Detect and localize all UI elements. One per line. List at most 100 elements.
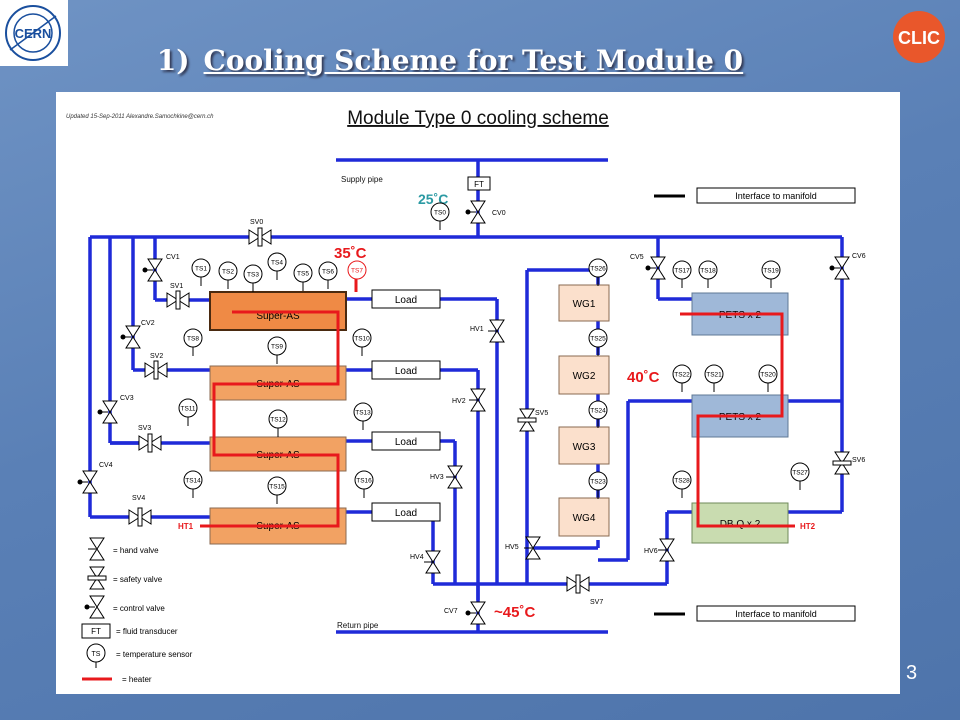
cooling-diagram: Updated 15-Sep-2011 Alexandre.Samochkine… bbox=[56, 92, 900, 694]
temperature-sensor-17: TS17 bbox=[672, 260, 692, 288]
dbq: DB Q x 2 bbox=[691, 502, 789, 544]
temperature-sensor-28: TS28 bbox=[672, 470, 692, 498]
load-4: Load bbox=[371, 502, 441, 522]
legend-hand-valve: = hand valve bbox=[113, 546, 159, 555]
load-1-label: Load bbox=[395, 295, 417, 306]
cv-valve-3 bbox=[97, 400, 118, 424]
temperature-sensor-10: TS10 bbox=[352, 328, 372, 356]
temperature-sensor-15: TS15 bbox=[267, 476, 287, 504]
supply-pipe-label: Supply pipe bbox=[341, 175, 383, 184]
temperature-sensor-0: TS0 bbox=[430, 202, 450, 230]
cv-valve-label-6: CV6 bbox=[852, 253, 866, 260]
cv-valve-label-3: CV3 bbox=[120, 395, 134, 402]
sv-valve-label-2: SV2 bbox=[150, 353, 163, 360]
temperature-sensor-label-8: TS8 bbox=[187, 336, 199, 343]
temperature-sensor-label-0: TS0 bbox=[434, 210, 446, 217]
interface-bottom-label: Interface to manifold bbox=[735, 609, 817, 619]
cv-valve-label-1: CV1 bbox=[166, 254, 180, 261]
diagram-title: Module Type 0 cooling scheme bbox=[347, 108, 609, 129]
temperature-sensor-label-2: TS2 bbox=[222, 269, 234, 276]
hv-valve-label-1: HV2 bbox=[452, 398, 466, 405]
load-2-label: Load bbox=[395, 366, 417, 377]
slide-number: 3 bbox=[906, 662, 918, 684]
sv-valve-2 bbox=[144, 360, 168, 380]
temperature-sensor-16: TS16 bbox=[354, 470, 374, 498]
temperature-sensor-8: TS8 bbox=[183, 328, 203, 356]
slide-title-number: 1) bbox=[156, 44, 190, 77]
temperature-sensor-label-20: TS20 bbox=[760, 372, 776, 379]
temperature-sensor-label-26: TS26 bbox=[590, 266, 606, 273]
temperature-sensor-label-15: TS15 bbox=[269, 484, 285, 491]
hv-valve-0 bbox=[487, 319, 505, 343]
hv-valve-label-4: HV5 bbox=[505, 544, 519, 551]
legend-ts-symbol: TS bbox=[92, 651, 101, 658]
temperature-sensor-23: TS23 bbox=[588, 471, 608, 499]
wg-1-label: WG1 bbox=[573, 299, 596, 310]
sv-valve-7 bbox=[566, 574, 590, 594]
temperature-sensor-label-5: TS5 bbox=[297, 271, 309, 278]
sv-valve-label-6: SV6 bbox=[852, 457, 865, 464]
legend-ft-symbol: FT bbox=[91, 627, 101, 636]
temperature-sensor-14: TS14 bbox=[183, 470, 203, 498]
interface-bottom-box bbox=[696, 605, 856, 622]
update-note: Updated 15-Sep-2011 Alexandre.Samochkine… bbox=[66, 114, 214, 120]
cv-valve-7 bbox=[465, 601, 486, 625]
cv-valve-4 bbox=[77, 470, 98, 494]
temperature-sensor-label-11: TS11 bbox=[180, 406, 195, 413]
temperature-sensor-label-14: TS14 bbox=[185, 478, 201, 485]
cv-valve-2 bbox=[120, 325, 141, 349]
temperature-sensor-label-13: TS13 bbox=[355, 410, 371, 417]
fluid-transducer bbox=[467, 176, 491, 191]
legend-fluid-transducer: = fluid transducer bbox=[116, 627, 178, 636]
temperature-sensor-label-4: TS4 bbox=[271, 260, 283, 267]
return-pipe-label: Return pipe bbox=[337, 621, 379, 630]
hv-valve-1 bbox=[468, 388, 486, 412]
wg-1: WG1 bbox=[558, 284, 610, 322]
temperature-sensor-12: TS12 bbox=[268, 409, 288, 437]
heater-lines bbox=[200, 277, 795, 528]
temp-return: ~45˚C bbox=[494, 604, 535, 621]
temp-super-as: 35˚C bbox=[334, 245, 367, 262]
sv-valve-label-5: SV5 bbox=[535, 410, 548, 417]
temperature-sensor-label-27: TS27 bbox=[792, 470, 808, 477]
load-3: Load bbox=[371, 431, 441, 451]
cv-valve-1 bbox=[142, 258, 163, 282]
legend-heater: = heater bbox=[122, 675, 152, 684]
temperature-sensor-2: TS2 bbox=[218, 261, 238, 289]
temperature-sensor-20: TS20 bbox=[758, 364, 778, 392]
wg-3: WG3 bbox=[558, 426, 610, 465]
super-as-1-label: Super-AS bbox=[256, 311, 300, 322]
sv-valve-3 bbox=[138, 433, 162, 453]
hv-valve-label-2: HV3 bbox=[430, 474, 444, 481]
temperature-sensor-4: TS4 bbox=[267, 252, 287, 280]
wg-3-label: WG3 bbox=[573, 442, 596, 453]
hv-valve-label-0: HV1 bbox=[470, 326, 484, 333]
hv-valve-2 bbox=[445, 465, 463, 489]
wg-2: WG2 bbox=[558, 355, 610, 395]
temperature-sensor-25: TS25 bbox=[588, 328, 608, 356]
cv-valve-6 bbox=[829, 256, 850, 280]
sv-valve-4 bbox=[128, 507, 152, 527]
temperature-sensor-label-16: TS16 bbox=[356, 478, 372, 485]
cern-logo: CERN bbox=[0, 0, 68, 66]
legend-safety-valve: = safety valve bbox=[113, 575, 163, 584]
slide-title-text: Cooling Scheme for Test Module 0 bbox=[203, 44, 744, 77]
temperature-sensor-label-19: TS19 bbox=[763, 268, 779, 275]
temperature-sensor-9: TS9 bbox=[267, 336, 287, 364]
temperature-sensor-label-12: TS12 bbox=[270, 417, 286, 424]
sv-valve-1 bbox=[166, 290, 190, 310]
temperature-sensor-11: TS11 bbox=[178, 398, 198, 426]
sv-valve-label-3: SV3 bbox=[138, 425, 151, 432]
cern-logo-text: CERN bbox=[15, 26, 52, 41]
sv-valve-label-1: SV1 bbox=[170, 283, 183, 290]
temp-pets: 40˚C bbox=[627, 369, 660, 386]
sv-valve-5 bbox=[517, 408, 537, 432]
temperature-sensor-label-23: TS23 bbox=[590, 479, 606, 486]
cv-valve-5 bbox=[645, 256, 666, 280]
cv-valve-label-5: CV5 bbox=[630, 254, 644, 261]
temperature-sensor-13: TS13 bbox=[353, 402, 373, 430]
load-1: Load bbox=[371, 289, 441, 309]
load-2: Load bbox=[371, 360, 441, 380]
cv-valve-label-4: CV4 bbox=[99, 462, 113, 469]
